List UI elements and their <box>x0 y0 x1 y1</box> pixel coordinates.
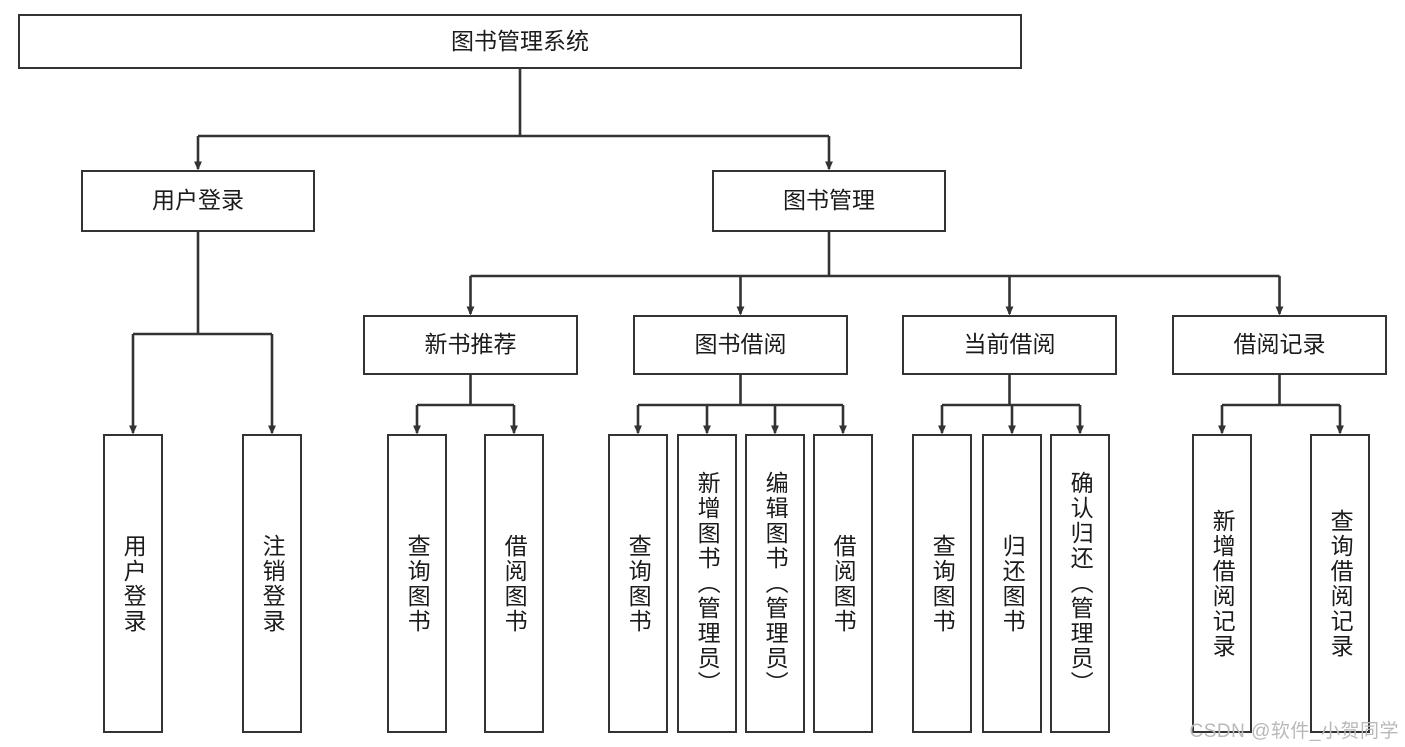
node-leaf-user-login: 用户登录 <box>103 434 163 733</box>
node-label: 查询图书 <box>929 533 956 634</box>
node-leaf-confirm-return: 确认归还（管理员） <box>1050 434 1110 733</box>
node-label: 新书推荐 <box>424 331 517 358</box>
node-l2-current-borrow: 当前借阅 <box>902 315 1117 375</box>
node-label: 查询图书 <box>404 533 431 634</box>
node-label: 借阅图书 <box>501 533 528 634</box>
node-leaf-logout: 注销登录 <box>242 434 302 733</box>
node-l2-book-borrow: 图书借阅 <box>633 315 848 375</box>
node-label: 注销登录 <box>259 533 286 634</box>
node-l1-user-login: 用户登录 <box>81 170 315 232</box>
node-leaf-return-book: 归还图书 <box>982 434 1042 733</box>
node-label: 确认归还（管理员） <box>1067 471 1094 696</box>
node-leaf-edit-book: 编辑图书（管理员） <box>745 434 805 733</box>
edge-group <box>129 69 1344 435</box>
node-label: 图书管理 <box>783 187 875 214</box>
node-label: 查询借阅记录 <box>1327 508 1354 659</box>
node-l1-book-manage: 图书管理 <box>712 170 946 232</box>
watermark-label: CSDN @软件_小贺同学 <box>1189 721 1399 742</box>
node-label: 查询图书 <box>625 533 652 634</box>
node-label: 图书管理系统 <box>451 27 589 54</box>
node-leaf-add-record: 新增借阅记录 <box>1192 434 1252 733</box>
node-leaf-query-book-3: 查询图书 <box>912 434 972 733</box>
node-label: 借阅记录 <box>1233 331 1326 358</box>
node-label: 归还图书 <box>999 533 1026 634</box>
node-l2-borrow-record: 借阅记录 <box>1172 315 1387 375</box>
node-label: 用户登录 <box>152 187 244 214</box>
node-label: 新增图书（管理员） <box>694 471 721 696</box>
node-label: 图书借阅 <box>694 331 787 358</box>
node-leaf-query-book-2: 查询图书 <box>608 434 668 733</box>
node-leaf-borrow-book-1: 借阅图书 <box>484 434 544 733</box>
node-label: 借阅图书 <box>830 533 857 634</box>
node-leaf-query-record: 查询借阅记录 <box>1310 434 1370 733</box>
node-label: 用户登录 <box>120 533 147 634</box>
node-root: 图书管理系统 <box>18 14 1022 69</box>
node-label: 当前借阅 <box>963 331 1056 358</box>
node-label: 新增借阅记录 <box>1209 508 1236 659</box>
node-label: 编辑图书（管理员） <box>762 471 789 696</box>
node-leaf-query-book-1: 查询图书 <box>387 434 447 733</box>
node-leaf-borrow-book-2: 借阅图书 <box>813 434 873 733</box>
node-leaf-add-book: 新增图书（管理员） <box>677 434 737 733</box>
node-l2-new-book-rec: 新书推荐 <box>363 315 578 375</box>
